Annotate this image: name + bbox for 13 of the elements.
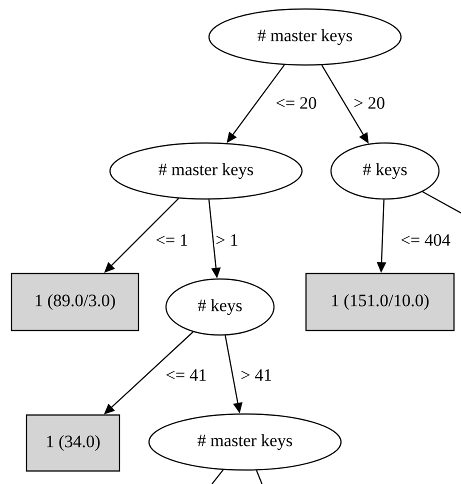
connector-line xyxy=(422,191,461,214)
edge-label: <= 404 xyxy=(399,232,452,248)
connector-line xyxy=(256,470,263,484)
connector-line xyxy=(212,469,224,484)
edge-label: <= 41 xyxy=(164,368,208,382)
leaf-box: 1 (34.0) xyxy=(26,414,120,472)
edge-label: > 1 xyxy=(214,232,240,248)
edge-label: > 41 xyxy=(239,368,274,382)
leaf-box: 1 (151.0/10.0) xyxy=(305,272,455,332)
leaf-box: 1 (89.0/3.0) xyxy=(10,272,140,332)
edge-label: <= 20 xyxy=(274,96,318,110)
edge-label: > 20 xyxy=(352,96,386,110)
edge-label: <= 1 xyxy=(154,232,190,248)
